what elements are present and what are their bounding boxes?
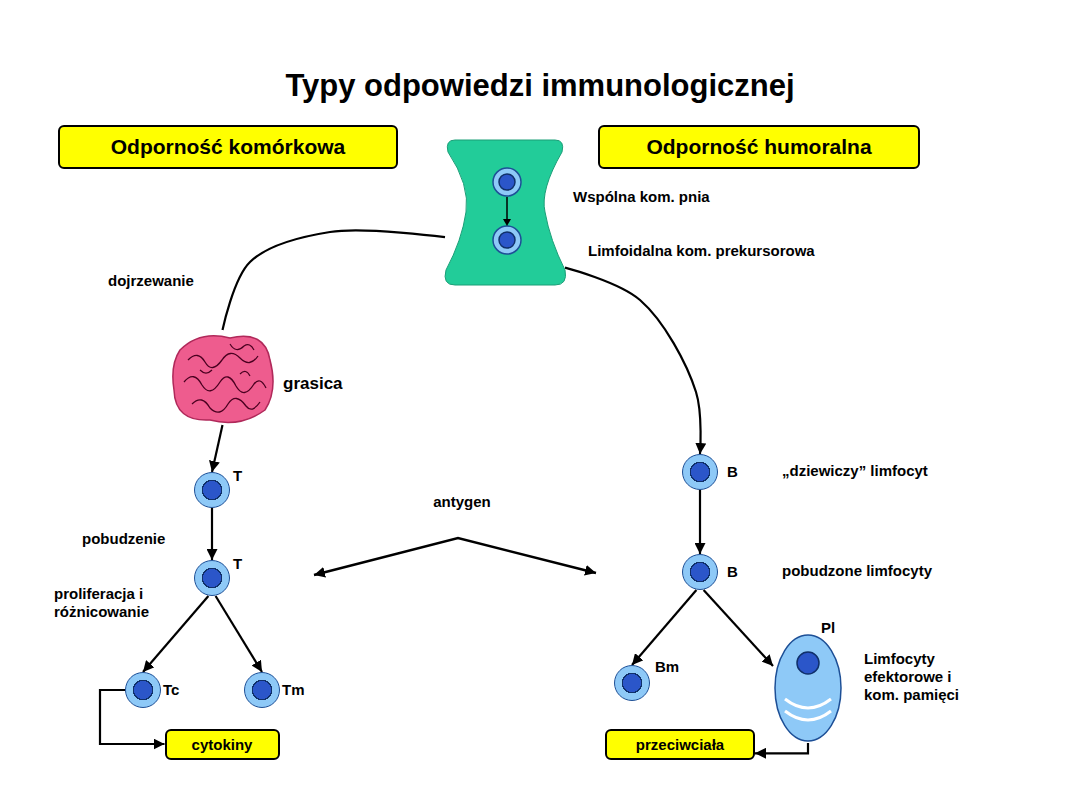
cell-label: Wspólna kom. pnia <box>573 188 710 205</box>
annotation-label: proliferacja i różnicowanie <box>52 585 174 621</box>
cell-label: Bm <box>655 658 679 675</box>
thymus-organ: grasica <box>170 330 275 425</box>
connector <box>212 425 223 472</box>
cell-label: Limfoidalna kom. prekursorowa <box>588 242 815 259</box>
memory-b-cell: Bm <box>614 665 650 701</box>
connector <box>704 590 773 666</box>
box-label: Odporność komórkowa <box>111 135 346 159</box>
cell-label: Tm <box>282 681 305 698</box>
annotation-label: antygen <box>420 493 504 511</box>
connector-label: pobudzenie <box>80 530 167 548</box>
category-box: Odporność humoralna <box>598 125 920 169</box>
connector <box>211 508 213 560</box>
thymus-texture <box>200 344 254 376</box>
cell-nucleus <box>499 232 515 248</box>
thymus-texture <box>188 353 258 367</box>
cell-label: grasica <box>283 374 343 394</box>
stem-cell <box>493 168 521 196</box>
annotation-label: „dziewiczy” limfocyt <box>780 462 984 480</box>
category-box: Odporność komórkowa <box>58 125 398 169</box>
connector-label: dojrzewanie <box>106 272 196 290</box>
t-lymphocyte: T <box>194 560 230 596</box>
product-box: cytokiny <box>165 729 280 760</box>
cell-label: Tc <box>163 681 179 698</box>
thymus-organ-outline <box>170 330 275 425</box>
cell-nucleus <box>499 174 515 190</box>
tm-lymphocyte: Tm <box>244 672 280 708</box>
er-wave <box>785 711 831 720</box>
connector <box>755 743 808 753</box>
er-wave <box>785 699 831 708</box>
connector <box>216 596 262 672</box>
stem-shape <box>445 140 566 285</box>
plasma-cell: Pl <box>773 633 843 743</box>
plasma-cell-shape <box>775 635 841 741</box>
precursor-cell <box>493 226 521 254</box>
small-arrowhead <box>503 219 511 226</box>
cell-nucleus <box>797 652 819 674</box>
antigen-arrows <box>314 538 596 575</box>
box-label: Odporność humoralna <box>646 135 871 159</box>
connector <box>565 268 701 454</box>
annotation-label: pobudzone limfocyty <box>780 562 984 580</box>
stem-cell-shape: Wspólna kom. pniaLimfoidalna kom. prekur… <box>445 140 565 285</box>
thymus-texture <box>192 398 260 412</box>
cell-label: B <box>727 563 738 580</box>
connector <box>699 490 701 554</box>
box-label: przeciwciała <box>636 736 724 753</box>
connector <box>223 230 446 330</box>
cell-label: T <box>233 467 242 484</box>
annotation-label: Limfocyty efektorowe i kom. pamięci <box>862 650 974 704</box>
tc-lymphocyte: Tc <box>125 672 161 708</box>
small-arrow <box>506 197 508 220</box>
cell-label: Pl <box>821 619 835 636</box>
connector <box>632 590 696 665</box>
thymus-shape <box>173 336 273 423</box>
t-lymphocyte: T <box>194 472 230 508</box>
b-lymphocyte: B <box>682 454 718 490</box>
box-label: cytokiny <box>192 736 253 753</box>
cell-label: B <box>727 463 738 480</box>
product-box: przeciwciała <box>605 729 755 760</box>
diagram-title: Typy odpowiedzi immunologicznej <box>0 68 1080 104</box>
b-lymphocyte: B <box>682 554 718 590</box>
plasma-cell-outline <box>773 633 843 743</box>
cell-label: T <box>233 555 242 572</box>
thymus-texture <box>184 377 266 393</box>
stem-cell-shape-outline <box>445 140 565 285</box>
